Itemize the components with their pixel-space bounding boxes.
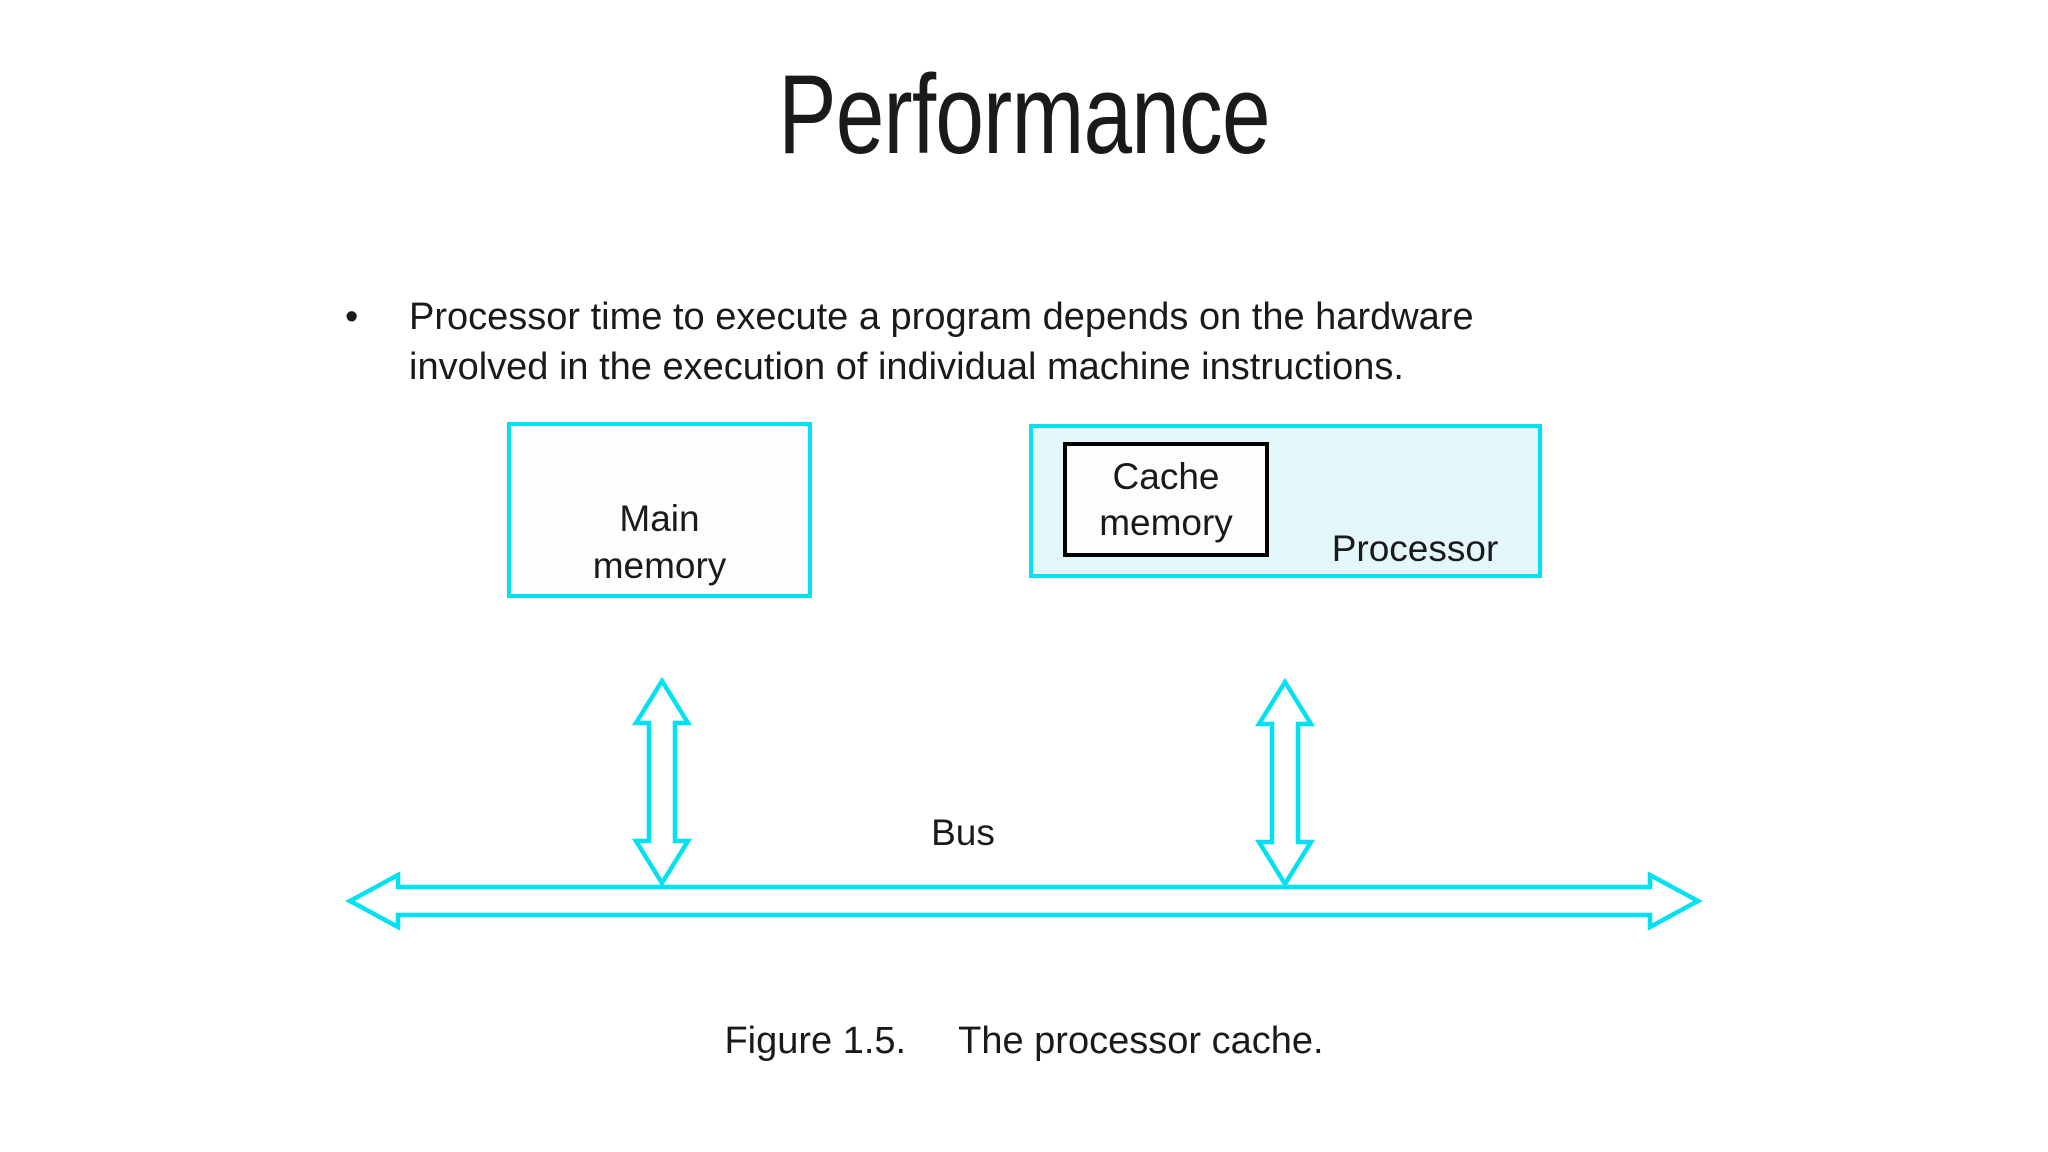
slide-title: Performance <box>778 52 1270 177</box>
main-memory-box: Main memory <box>507 422 812 598</box>
bus-arrow <box>345 871 1703 931</box>
bullet-text-line-1: Processor time to execute a program depe… <box>409 296 1474 338</box>
processor-label: Processor <box>1331 528 1499 569</box>
cache-memory-label-line-2: memory <box>1099 501 1233 543</box>
processor-bus-arrow <box>1254 677 1316 889</box>
main-memory-label-line-2: memory <box>592 545 727 586</box>
figure-title: The processor cache. <box>958 1020 1324 1062</box>
memory-bus-arrow <box>631 676 693 888</box>
figure-caption: Figure 1.5. The processor cache. <box>0 1020 2048 1063</box>
figure-number: Figure 1.5. <box>724 1020 907 1062</box>
cache-memory-box: Cache memory <box>1063 442 1269 557</box>
bullet-item: • Processor time to execute a program de… <box>345 292 1474 392</box>
bullet-text: Processor time to execute a program depe… <box>409 292 1474 392</box>
bullet-marker: • <box>345 296 359 338</box>
bullet-text-line-2: involved in the execution of individual … <box>409 346 1404 388</box>
bus-label: Bus <box>931 812 995 853</box>
main-memory-label-line-1: Main <box>619 498 700 539</box>
cache-memory-label-line-1: Cache <box>1112 455 1220 497</box>
